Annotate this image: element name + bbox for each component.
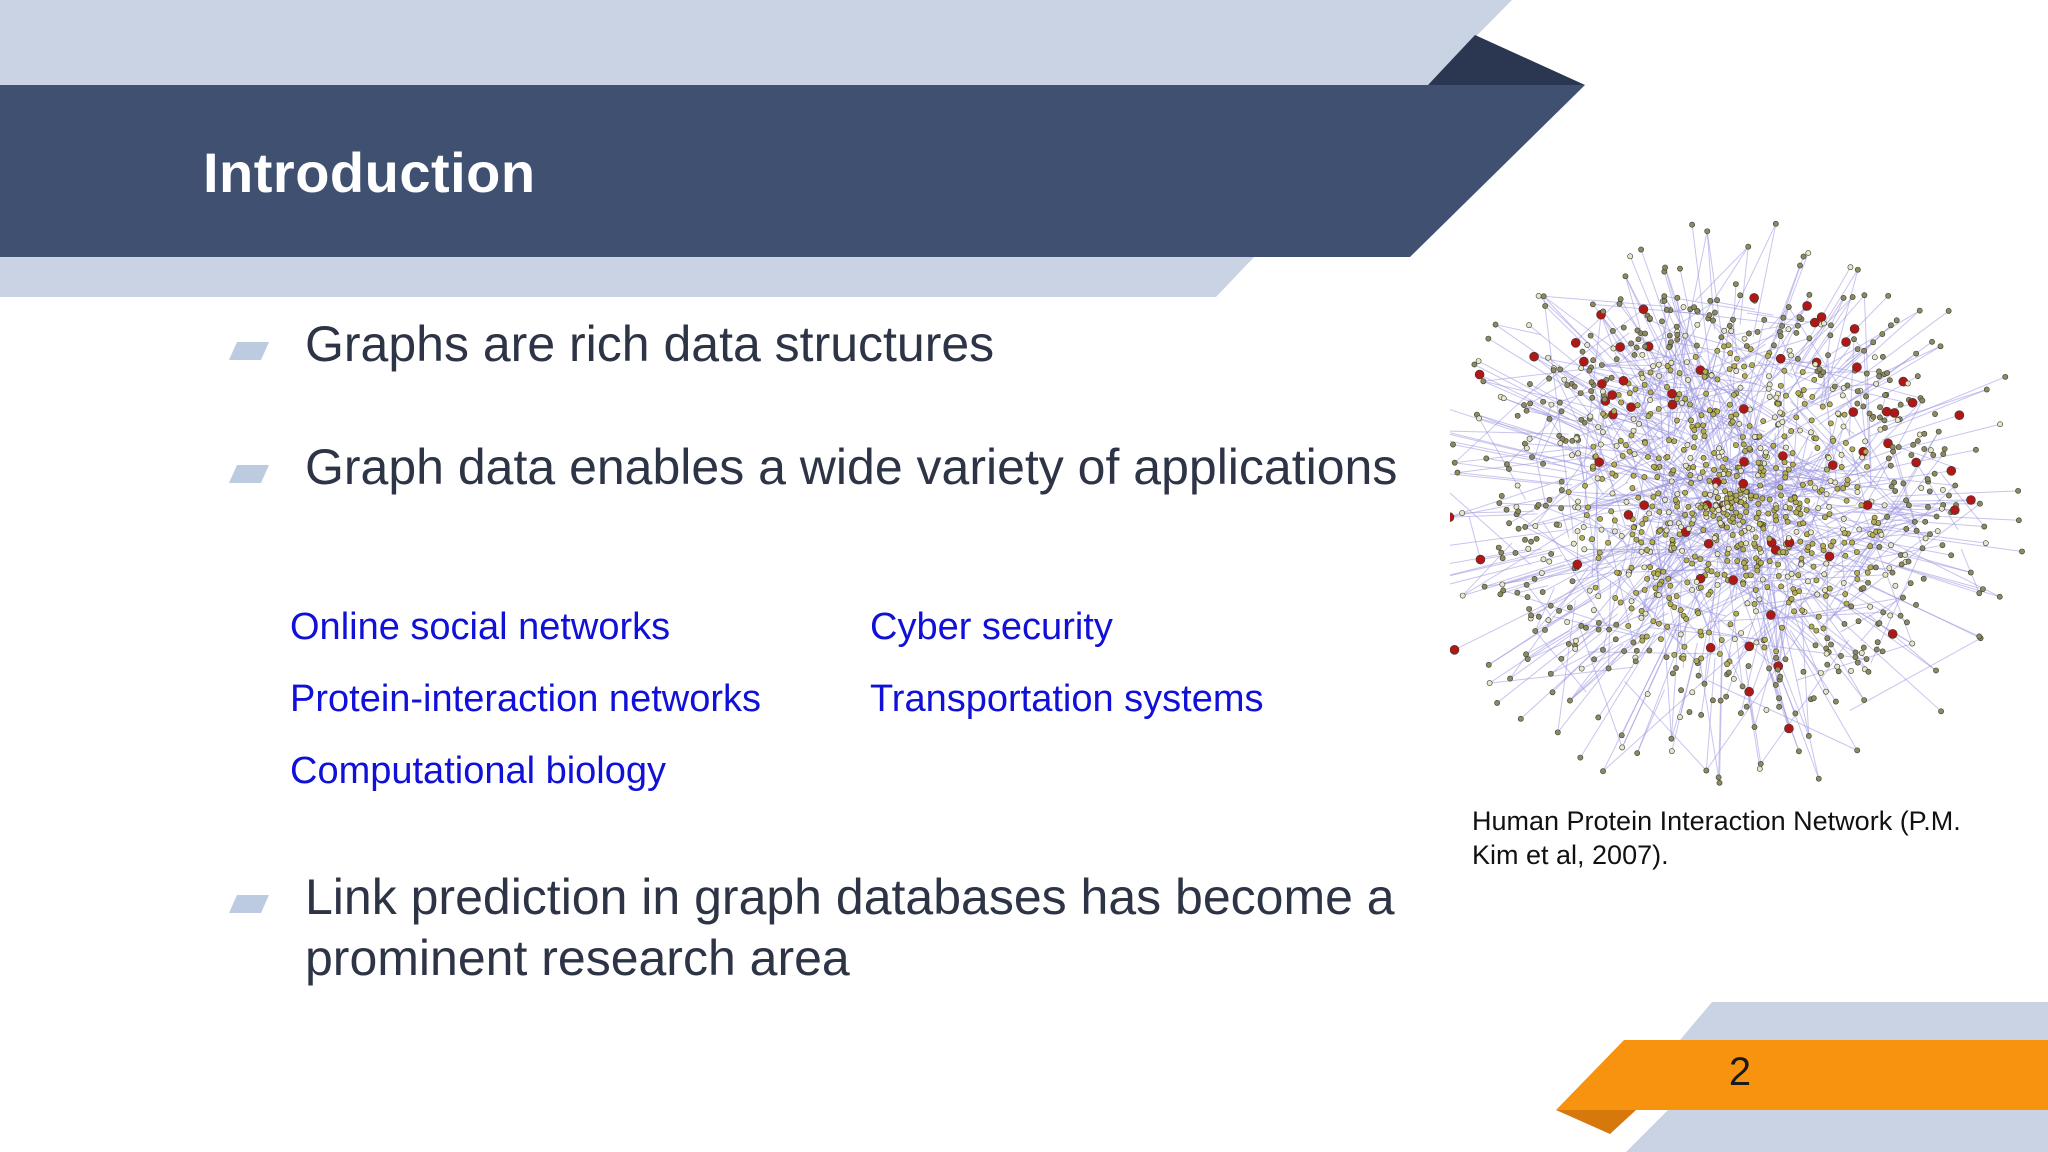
application-item: Transportation systems xyxy=(870,678,1264,720)
application-item: Cyber security xyxy=(870,606,1113,648)
bullet-marker-icon xyxy=(229,465,269,483)
bullet-text: Graphs are rich data structures xyxy=(305,316,995,372)
application-item: Protein-interaction networks xyxy=(290,678,761,720)
bullet-item: Graph data enables a wide variety of app… xyxy=(229,437,1397,498)
application-item: Online social networks xyxy=(290,606,671,648)
bullet-item: Link prediction in graph databases has b… xyxy=(229,867,1479,989)
slide-title: Introduction xyxy=(203,141,536,204)
bullet-item: Graphs are rich data structures xyxy=(229,314,994,375)
bullet-text: Link prediction in graph databases has b… xyxy=(305,869,1395,986)
bullet-marker-icon xyxy=(229,342,269,360)
page-number: 2 xyxy=(1728,1050,1752,1094)
protein-network-image xyxy=(1450,220,2025,786)
bullet-marker-icon xyxy=(229,895,269,913)
application-item: Computational biology xyxy=(290,750,667,792)
bullet-text: Graph data enables a wide variety of app… xyxy=(305,439,1398,495)
figure-caption: Human Protein Interaction Network (P.M. … xyxy=(1472,806,1961,870)
